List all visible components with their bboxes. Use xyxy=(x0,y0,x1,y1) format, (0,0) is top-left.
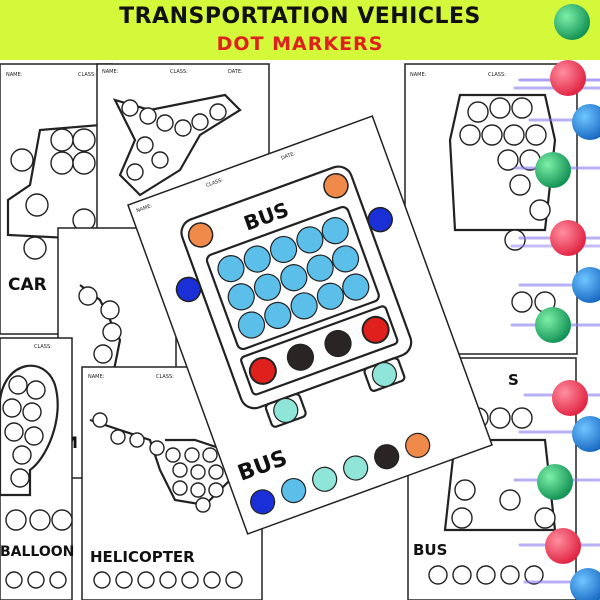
helicopter-label: HELICOPTER xyxy=(90,548,195,566)
bus-bottom-label: BUS xyxy=(413,541,447,559)
helicopter-class-field: CLASS: xyxy=(156,374,174,380)
dot-teal xyxy=(371,361,398,388)
car-class-field: CLASS: xyxy=(78,72,96,78)
worksheet-balloon: CLASS: BALLOON xyxy=(0,337,74,600)
balloon-class-field: CLASS: xyxy=(34,344,52,350)
dot-red xyxy=(248,356,277,385)
car-dots xyxy=(10,128,96,260)
motorcycle-dots xyxy=(78,286,122,364)
header-banner: TRANSPORTATION VEHICLES DOT MARKERS xyxy=(0,0,600,60)
bus-bumper xyxy=(240,305,399,396)
dot-blue xyxy=(367,206,393,233)
airplane-dots xyxy=(121,99,227,181)
airplane-date-field: DATE: xyxy=(228,69,243,75)
windshield-dots xyxy=(217,217,370,339)
balloon-dots xyxy=(2,375,73,589)
helicopter-name-field: NAME: xyxy=(88,374,105,380)
airplane-class-field: CLASS: xyxy=(170,69,188,75)
page-subtitle: DOT MARKERS xyxy=(216,33,384,55)
dot-black xyxy=(324,329,352,358)
bus-back-name-field: NAME: xyxy=(410,72,427,78)
featured-date-field: DATE: xyxy=(280,151,296,162)
dot-orange xyxy=(187,222,214,248)
bus-back-dots xyxy=(459,97,556,313)
balloon-label: BALLOON xyxy=(0,544,74,560)
dot-blue xyxy=(175,276,202,303)
featured-class-field: CLASS: xyxy=(205,177,224,189)
bus-back-class-field: CLASS: xyxy=(488,72,506,78)
dot-black xyxy=(286,343,315,371)
car-label: CAR xyxy=(8,275,47,295)
dot-orange xyxy=(323,172,349,199)
worksheet-bus-featured: NAME: CLASS: DATE: BUS xyxy=(127,115,493,535)
worksheet-car: NAME: CLASS: CAR xyxy=(0,63,113,335)
airplane-name-field: NAME: xyxy=(102,69,119,75)
worksheet-bus-back: NAME: CLASS: xyxy=(404,63,578,355)
page-title: TRANSPORTATION VEHICLES xyxy=(119,4,481,29)
featured-name-field: NAME: xyxy=(136,203,154,214)
color-legend-dots xyxy=(250,432,431,515)
helicopter-dots xyxy=(92,412,243,589)
bus-bottom-top-label: S xyxy=(508,371,519,389)
car-name-field: NAME: xyxy=(6,72,23,78)
dot-teal xyxy=(273,397,299,424)
dot-red xyxy=(361,315,390,344)
